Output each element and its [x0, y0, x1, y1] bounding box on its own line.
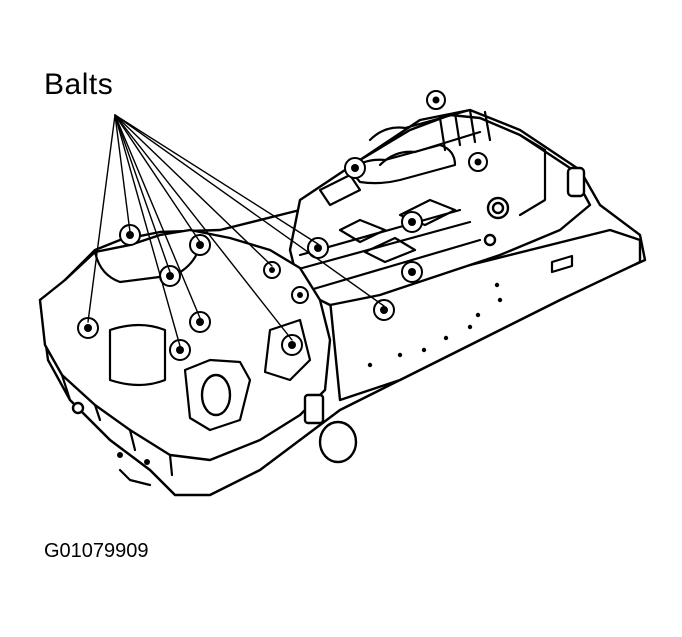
separator-plate [328, 228, 642, 402]
bolt-5 [189, 311, 211, 333]
bolt-13 [401, 261, 423, 283]
bolt-3 [159, 265, 181, 287]
bolts-callout-label: Balts [44, 68, 114, 101]
bolts [77, 90, 488, 361]
fluid-channels [293, 173, 574, 368]
bolt-15 [426, 90, 446, 110]
figure-id: G01079909 [44, 540, 149, 562]
spool-valves [348, 108, 586, 217]
bolt-1 [119, 224, 141, 246]
bolt-16 [468, 152, 488, 172]
bolt-12 [401, 211, 423, 233]
bolt-6 [169, 339, 191, 361]
bolt-7 [281, 334, 303, 356]
bolt-2 [189, 234, 211, 256]
bolt-11 [373, 299, 395, 321]
bolt-9 [307, 237, 329, 259]
bolt-14 [344, 157, 366, 179]
callout-leader-lines [87, 114, 385, 347]
front-block-details [60, 243, 358, 497]
bolt-10 [291, 286, 309, 304]
bolt-8 [263, 261, 281, 279]
bolt-4 [77, 317, 99, 339]
